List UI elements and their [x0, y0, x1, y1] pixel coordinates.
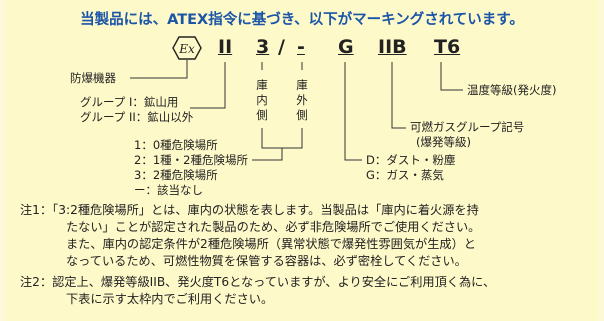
ex-symbol-text: Ex [178, 42, 195, 56]
marking-atmosphere: G [338, 36, 354, 58]
marking-dash: - [297, 36, 305, 58]
marking-category: 3 [256, 36, 270, 58]
label-zone-1: 1：0種危険場所 [134, 138, 218, 152]
marking-gas-group: IIB [378, 36, 407, 58]
label-inside: 庫内側 [256, 78, 268, 122]
marking-temp-class: T6 [434, 36, 461, 58]
label-gas: G：ガス・蒸気 [366, 168, 444, 182]
page-title: 当製品には、ATEX指令に基づき、以下がマーキングされています。 [80, 12, 524, 28]
note-1-line-3: また、庫内の認定条件が2種危険場所（異常状態で爆発性雰囲気が生成）と [66, 237, 476, 251]
note-2-line-1: 注2：認定上、爆発等級IIB、発火度T6となっていますが、より安全にご利用頂く為… [20, 275, 496, 289]
marking-slash: / [278, 36, 285, 58]
label-gas-group: 可燃ガスグループ記号 [410, 120, 525, 134]
label-group-ii: グループ II：鉱山以外 [80, 110, 194, 124]
marking-group: II [218, 36, 233, 58]
label-zone-2: 2：1種・2種危険場所 [134, 153, 248, 167]
ex-hexagon-icon: Ex [172, 36, 202, 60]
note-1-line-4: なっているため、可燃性物質を保管する容器は、必ず密栓してください。 [66, 254, 467, 268]
label-explosion-proof: 防爆機器 [70, 71, 116, 85]
note-1-line-1: 注1：「3:2種危険場所」とは、庫内の状態を表します。当製品は「庫内に着火源を持 [20, 203, 479, 217]
label-temp-class: 温度等級(発火度) [467, 83, 557, 97]
label-dust: D：ダスト・粉塵 [366, 153, 456, 167]
note-1-line-2: たない」ことが認定された製品のため、必ず非危険場所でご使用ください。 [66, 220, 481, 234]
label-group-i: グループ I：鉱山用 [80, 95, 179, 109]
label-zone-none: ー：該当なし [134, 183, 203, 197]
label-gas-group-sub: (爆発等級) [416, 135, 471, 149]
label-outside: 庫外側 [296, 78, 308, 122]
note-2-line-2: 下表に示す太枠内でご利用ください。 [66, 292, 274, 306]
label-zone-3: 3：2種危険場所 [134, 168, 218, 182]
